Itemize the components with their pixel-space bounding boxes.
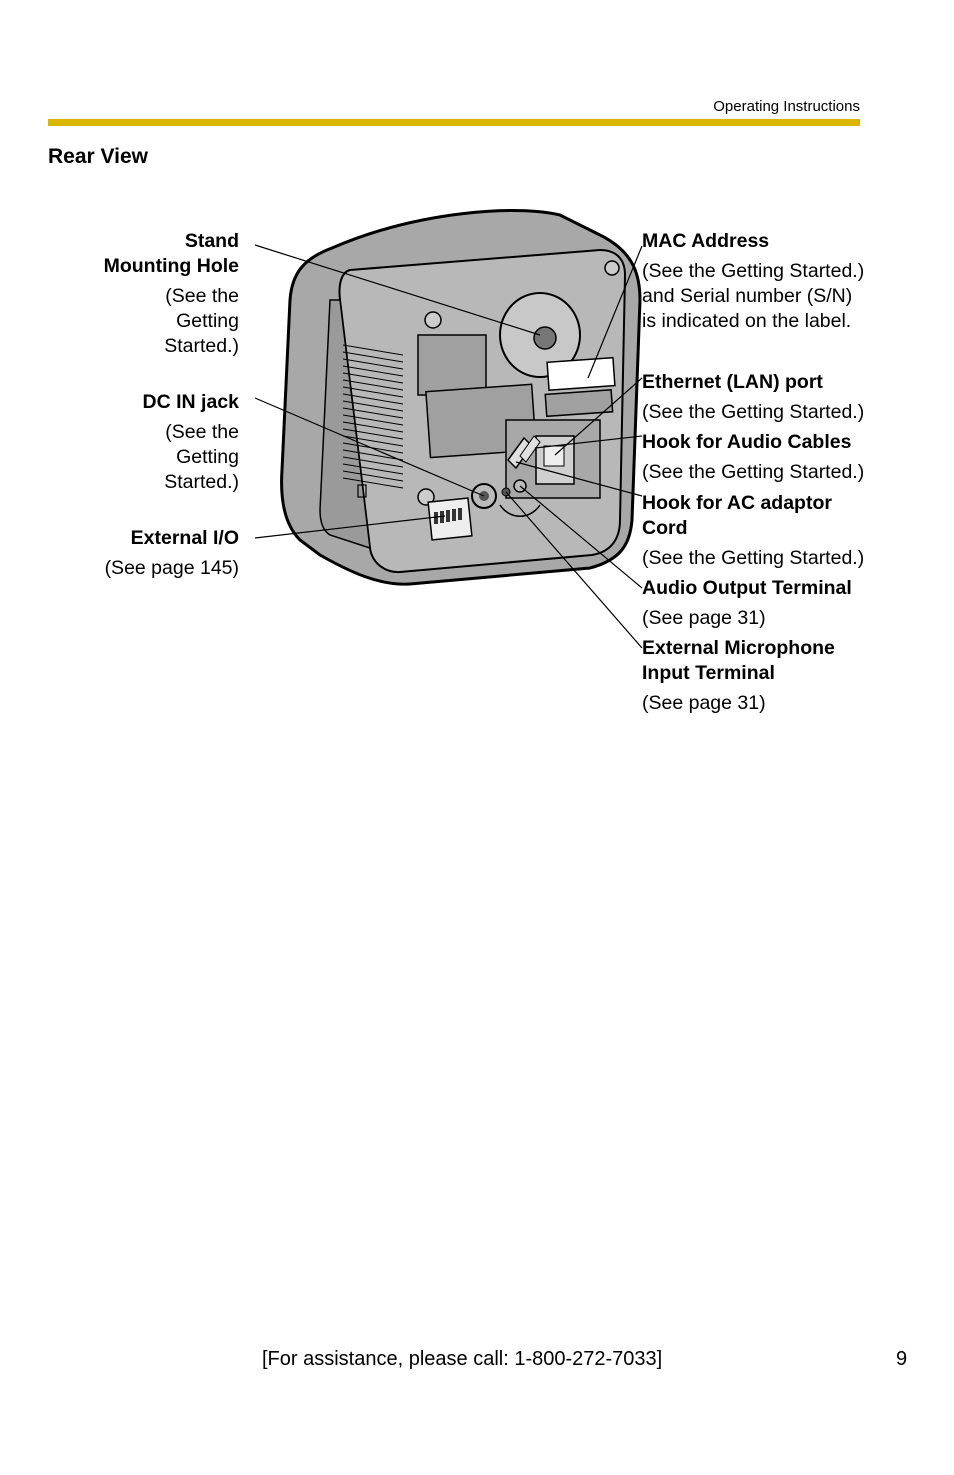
label-audio-output: Audio Output Terminal (See page 31) — [642, 576, 852, 631]
label-title: MAC Address — [642, 230, 770, 252]
label-external-microphone: External Microphone Input Terminal (See … — [642, 636, 835, 716]
label-title: External Microphone — [642, 637, 835, 659]
label-ethernet-port: Ethernet (LAN) port (See the Getting Sta… — [642, 370, 864, 425]
label-ref: (See the Getting Started.) — [642, 401, 865, 423]
label-ref: (See the Getting Started.) — [642, 461, 865, 483]
label-title: DC IN jack — [142, 391, 239, 413]
label-ref: Started.) — [164, 471, 239, 493]
label-title: Ethernet (LAN) port — [642, 371, 823, 393]
label-ref: and Serial number (S/N) — [642, 285, 853, 307]
running-header: Operating Instructions — [713, 98, 860, 115]
label-ref: Getting — [176, 310, 239, 332]
label-title: Mounting Hole — [103, 255, 239, 277]
page-number: 9 — [896, 1348, 908, 1370]
label-ref: Started.) — [164, 335, 239, 357]
label-ref: is indicated on the label. — [642, 310, 852, 332]
label-ref: (See page 145) — [104, 557, 239, 579]
label-ref: Getting — [176, 446, 239, 468]
label-title: Hook for Audio Cables — [642, 431, 852, 453]
label-title: Input Terminal — [642, 662, 775, 684]
label-ref: (See page 31) — [642, 692, 766, 714]
label-ref: (See the — [165, 285, 239, 307]
label-ref: (See the Getting Started.) — [642, 547, 865, 569]
label-hook-ac-adaptor: Hook for AC adaptor Cord (See the Gettin… — [642, 491, 864, 571]
label-ref: (See the — [165, 421, 239, 443]
camera-rear-illustration — [254, 209, 643, 649]
footer-assistance: [For assistance, please call: 1-800-272-… — [262, 1348, 663, 1370]
section-title: Rear View — [48, 145, 149, 168]
label-external-io: External I/O (See page 145) — [105, 526, 239, 581]
label-ref: (See the Getting Started.) — [642, 260, 865, 282]
label-mac-address: MAC Address (See the Getting Started.) a… — [642, 229, 864, 334]
label-title: Hook for AC adaptor — [642, 492, 832, 514]
label-ref: (See page 31) — [642, 607, 766, 629]
label-stand-mounting-hole: Stand Mounting Hole (See the Getting Sta… — [104, 229, 239, 359]
label-dc-in-jack: DC IN jack (See the Getting Started.) — [143, 390, 239, 495]
label-title: Audio Output Terminal — [642, 577, 852, 599]
header-rule — [48, 119, 860, 126]
label-title: Stand — [184, 230, 239, 252]
label-title: External I/O — [130, 527, 239, 549]
label-hook-audio-cables: Hook for Audio Cables (See the Getting S… — [642, 430, 864, 485]
label-title: Cord — [642, 517, 688, 539]
